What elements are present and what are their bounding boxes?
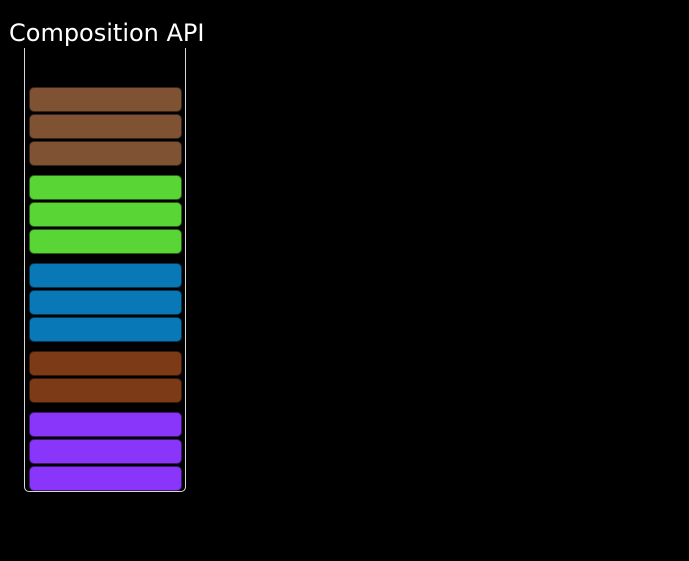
code-bar <box>28 175 182 200</box>
code-bar <box>28 229 182 254</box>
code-bar <box>28 202 182 227</box>
code-bar <box>28 290 182 315</box>
code-bar <box>28 412 182 437</box>
code-bar <box>28 466 182 491</box>
code-bar <box>28 351 182 376</box>
code-bar <box>28 87 182 112</box>
code-bar <box>28 439 182 464</box>
code-bar <box>28 317 182 342</box>
component-outline-box <box>24 48 186 492</box>
code-block-group-2 <box>28 175 182 254</box>
code-block-group-3 <box>28 263 182 342</box>
code-bar <box>28 263 182 288</box>
code-block-group-1 <box>28 87 182 166</box>
code-bar <box>28 378 182 403</box>
code-block-group-4 <box>28 351 182 403</box>
code-block-group-5 <box>28 412 182 491</box>
page-title: Composition API <box>9 19 205 47</box>
code-bar <box>28 114 182 139</box>
code-bar <box>28 141 182 166</box>
